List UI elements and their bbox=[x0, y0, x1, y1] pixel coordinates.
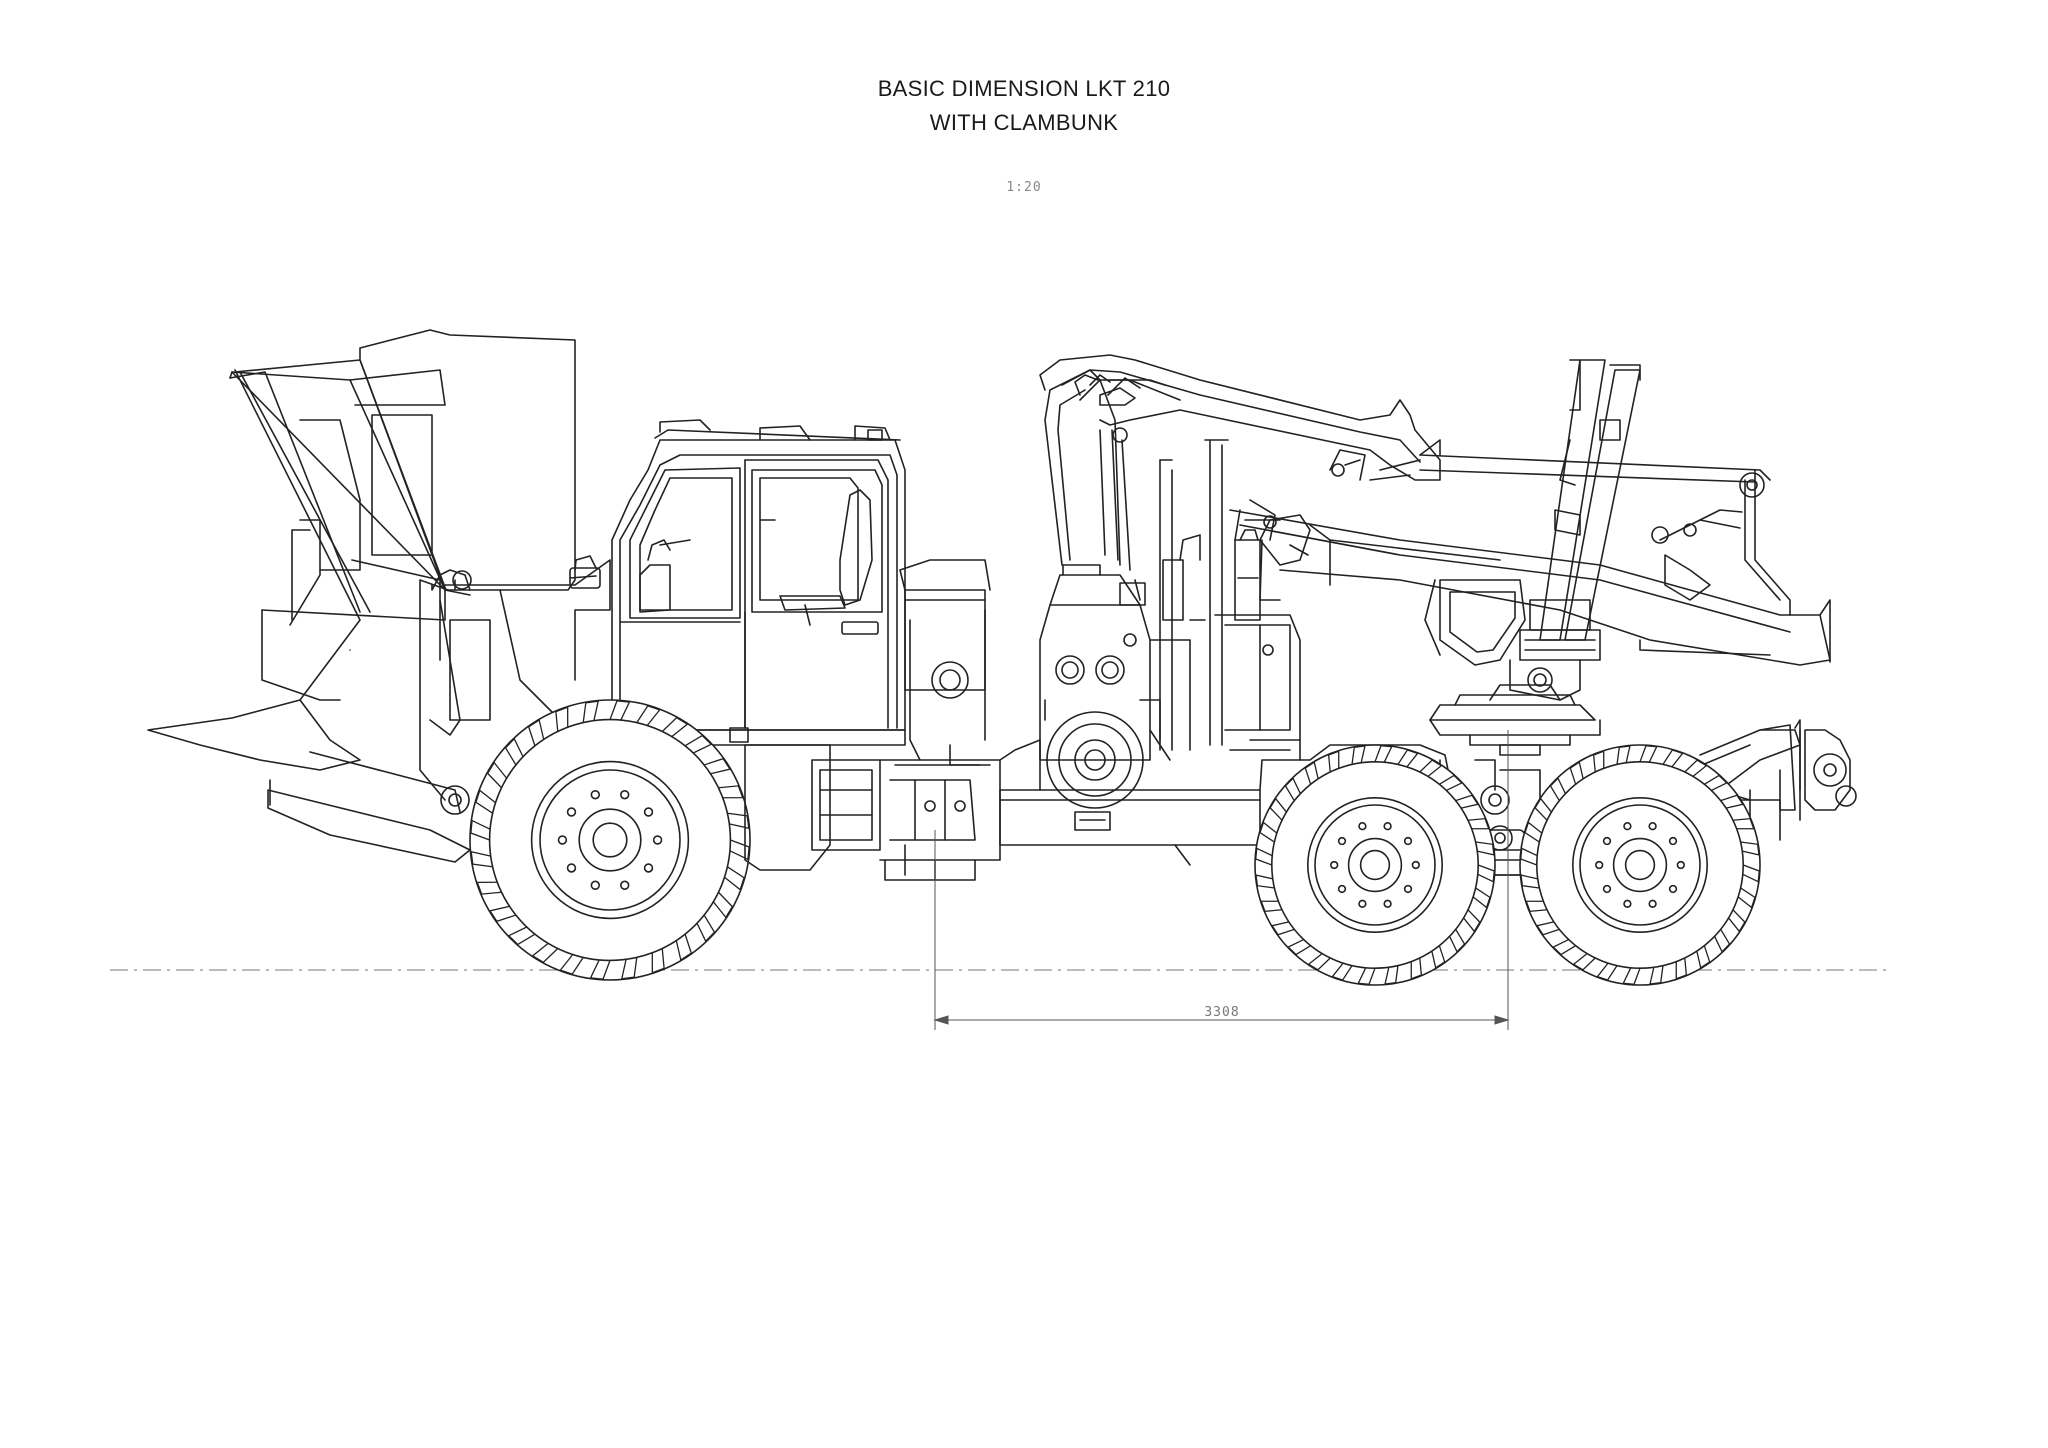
front-wheel bbox=[469, 699, 751, 981]
wheelbase-value: 3308 bbox=[1204, 1005, 1239, 1020]
title-line-2: WITH CLAMBUNK bbox=[929, 110, 1119, 135]
clambunk-base bbox=[1429, 684, 1601, 756]
operator-cab bbox=[611, 419, 906, 746]
crane-boom bbox=[1039, 354, 1831, 701]
wheelbase-dimension: 3308 bbox=[933, 730, 1510, 1030]
title-line-1: BASIC DIMENSION LKT 210 bbox=[877, 76, 1171, 101]
scale-label: 1:20 bbox=[1006, 180, 1042, 195]
bogie-wheel-front bbox=[1254, 744, 1496, 986]
crane-pillar bbox=[1039, 369, 1301, 809]
front-blade bbox=[147, 369, 471, 863]
bogie-wheel-rear bbox=[1519, 744, 1761, 986]
drawing-title: BASIC DIMENSION LKT 210 WITH CLAMBUNK bbox=[0, 72, 2048, 140]
engine-hood bbox=[229, 329, 611, 801]
